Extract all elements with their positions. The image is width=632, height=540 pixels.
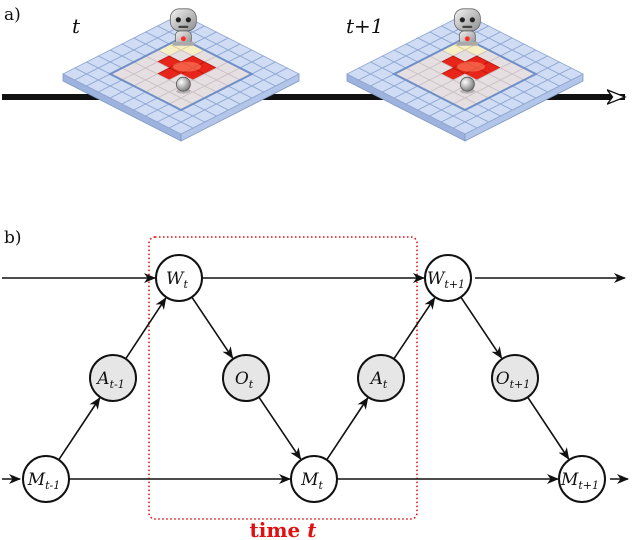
edge-Mt_1-to-At_1 <box>58 397 101 461</box>
node-circle <box>424 254 472 302</box>
robot-icon <box>453 8 481 46</box>
edge-Wt1-to-Ot1 <box>460 296 503 359</box>
node-Wt: Wt <box>155 254 203 302</box>
bayes-net-nodes: Wt Wt+1At-1 Ot At Ot+1Mt-1 Mt Mt+1 <box>22 254 606 503</box>
edge-Ot1-to-Mt1 <box>527 396 570 460</box>
node-At: At <box>357 354 405 402</box>
node-Ot: Ot <box>222 354 270 402</box>
bayes-net-edges <box>58 273 570 484</box>
node-label: Ot+1 <box>496 369 531 391</box>
edge-At_1-to-Wt <box>125 297 167 360</box>
node-circle <box>357 354 405 402</box>
gridworld-board-t-plus-1 <box>346 8 584 142</box>
node-circle <box>558 455 606 503</box>
gridworld-board-t <box>62 8 300 142</box>
node-Mt_1: Mt-1 <box>22 455 70 503</box>
edge-At-to-Wt1 <box>393 297 436 360</box>
node-label: Mt <box>300 470 323 492</box>
node-Mt1: Mt+1 <box>558 455 606 503</box>
node-circle <box>222 354 270 402</box>
edge-Wt-to-Ot <box>191 296 234 359</box>
node-circle <box>491 354 539 402</box>
node-Wt1: Wt+1 <box>424 254 472 302</box>
node-label: Mt+1 <box>560 470 599 492</box>
time-step-box <box>148 236 418 520</box>
board-tile <box>168 121 194 135</box>
node-label: Ot <box>235 369 254 391</box>
node-label: Mt-1 <box>27 470 61 492</box>
ball <box>459 76 475 92</box>
node-circle <box>290 455 338 503</box>
node-Mt: Mt <box>290 455 338 503</box>
goal-highlight <box>456 61 485 72</box>
node-Ot1: Ot+1 <box>491 354 539 402</box>
node-label: Wt <box>166 269 188 291</box>
edge-Mt-to-At <box>326 397 369 461</box>
robot-icon <box>169 8 197 46</box>
node-At_1: At-1 <box>89 354 137 402</box>
node-label: At-1 <box>95 369 124 391</box>
time-label-t: t <box>72 14 81 38</box>
node-circle <box>155 254 203 302</box>
time-step-label: time t <box>250 518 318 540</box>
node-circle <box>89 354 137 402</box>
ball <box>175 76 191 92</box>
panel-a-label: a) <box>4 5 21 25</box>
edge-Ot-to-Mt <box>258 396 302 460</box>
panel-b-label: b) <box>4 228 22 248</box>
board-inner-wall <box>107 36 255 112</box>
node-label: Wt+1 <box>427 269 465 291</box>
goal-highlight <box>172 61 201 72</box>
board-tile <box>452 121 478 135</box>
node-circle <box>22 455 70 503</box>
time-label-t-plus-1: t+1 <box>346 14 384 38</box>
node-label: At <box>369 369 388 391</box>
board-inner-wall <box>391 36 539 112</box>
